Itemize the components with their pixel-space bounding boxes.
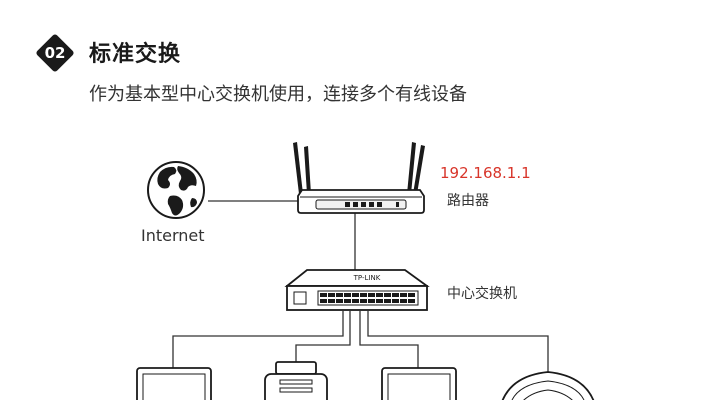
router-ip: 192.168.1.1	[440, 164, 531, 182]
globe-icon	[147, 161, 205, 219]
switch-device1-link	[172, 311, 344, 368]
connection-lines	[172, 200, 549, 372]
switch-power	[293, 291, 307, 305]
router-antenna	[407, 142, 416, 194]
router-icon	[293, 142, 425, 214]
switch-device4-link	[367, 311, 549, 372]
access-point-icon	[501, 371, 595, 400]
printer-icon	[264, 361, 328, 400]
monitor-icon	[381, 367, 457, 400]
router-antenna	[413, 145, 425, 194]
switch-label: 中心交换机	[447, 286, 517, 302]
section-number: 02	[44, 44, 66, 62]
monitor-icon	[136, 367, 212, 400]
section-title: 标准交换	[89, 42, 182, 67]
switch-icon: TP-LINK	[284, 269, 430, 311]
switch-device2-link	[295, 311, 351, 362]
internet-label: Internet	[141, 226, 205, 245]
router-antenna	[304, 146, 311, 194]
section-subtitle: 作为基本型中心交换机使用，连接多个有线设备	[89, 84, 467, 105]
router-antenna	[293, 142, 303, 194]
router-label: 路由器	[447, 193, 489, 209]
switch-device3-link	[359, 311, 419, 368]
section-number-badge: 02	[35, 33, 75, 73]
switch-ports	[317, 290, 419, 306]
switch-brand: TP-LINK	[353, 274, 381, 282]
